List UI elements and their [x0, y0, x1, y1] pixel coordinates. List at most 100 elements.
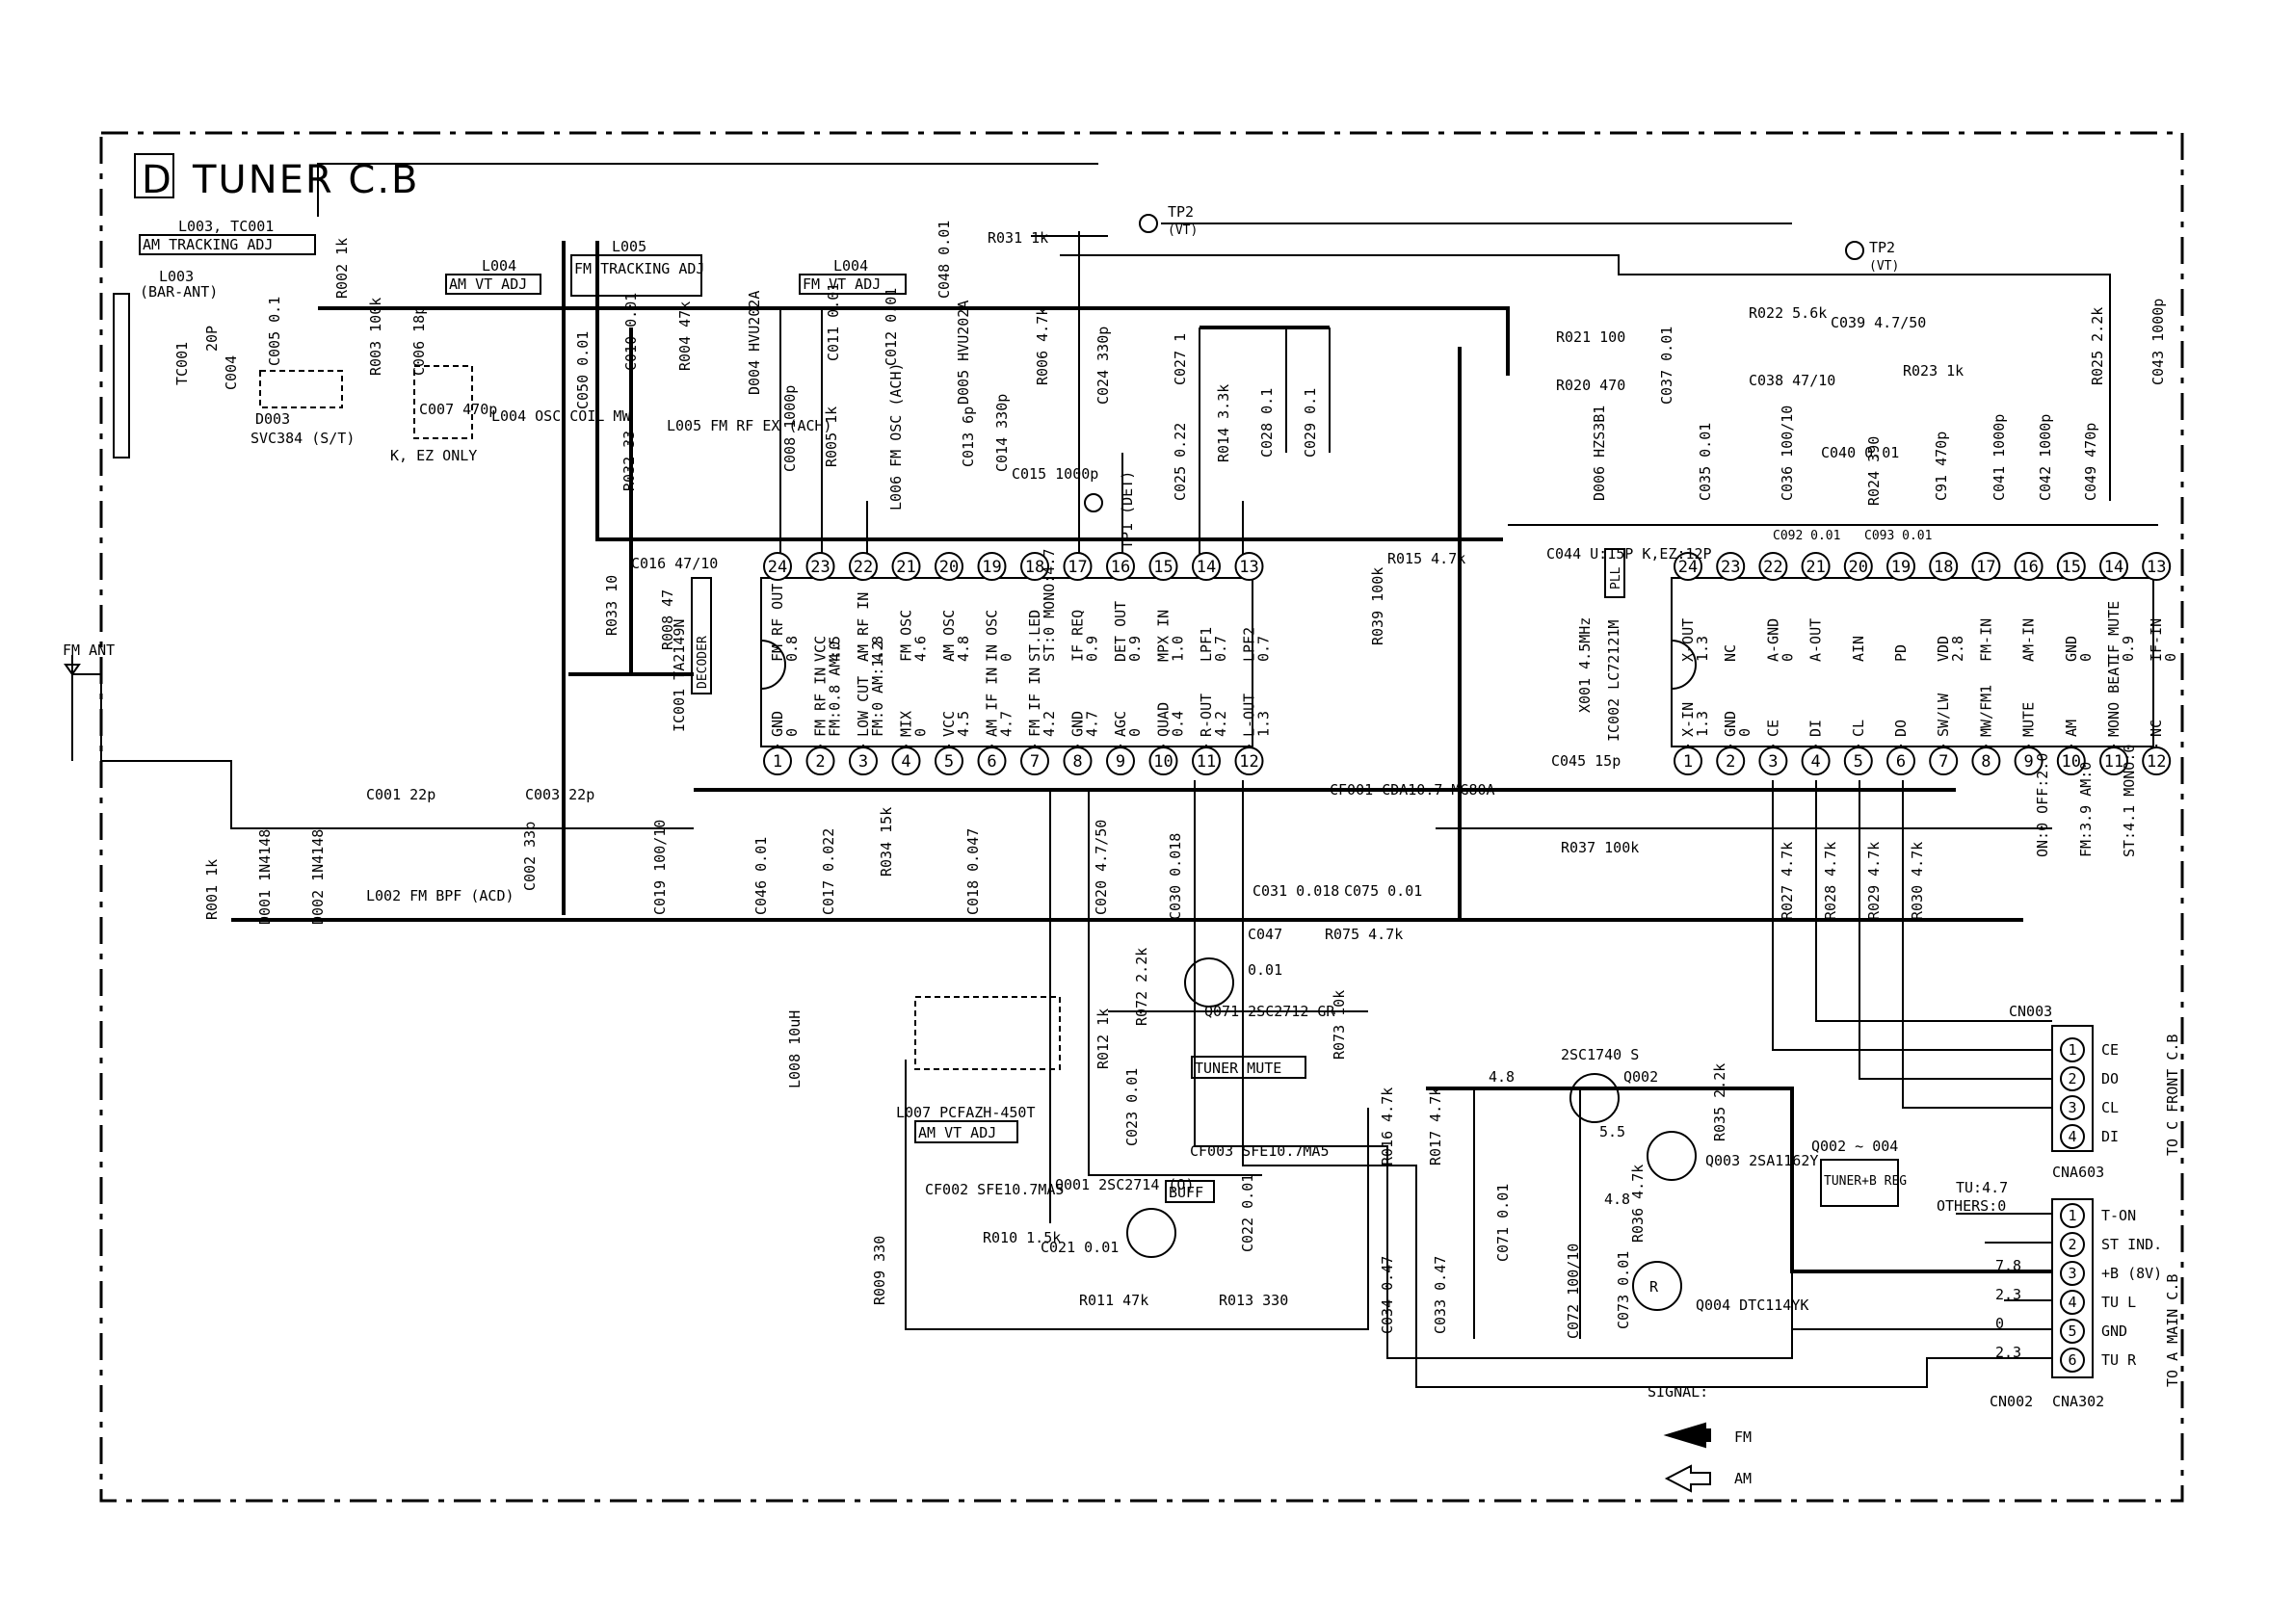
ic001-pin-voltage: 4.5	[955, 711, 972, 737]
ic002-pin-21: 21A-OUT	[1801, 552, 1831, 662]
ic001-pin-name: AGC	[1112, 711, 1129, 737]
ic001-pin-number: 20	[939, 558, 959, 577]
ic001-pin-name: FM OSC	[898, 610, 915, 662]
lbl-r022: R022 5.6k	[1749, 304, 1827, 322]
lbl-fm-tracking-adj: FM TRACKING ADJ	[574, 260, 704, 277]
lbl-c029: C029 0.1	[1302, 388, 1319, 458]
ic002-pin-number: 13	[2147, 558, 2166, 577]
cn003-pin-number: 4	[2068, 1128, 2076, 1145]
ic001-pin-number: 19	[982, 558, 1001, 577]
ic002-pin-7: 7SW/LW	[1929, 693, 1959, 775]
buff-box	[1165, 1180, 1215, 1203]
ic002-pin-number: 9	[2023, 752, 2033, 772]
lbl-c015: C015 1000p	[1012, 465, 1098, 483]
lbl-r001: R001 1k	[203, 859, 221, 920]
lbl-d004: D004 HVU202A	[746, 291, 763, 395]
ic001-pin-name: VCC	[940, 711, 958, 737]
lbl-r032: R032 33	[620, 431, 638, 491]
lbl-c023: C023 0.01	[1123, 1068, 1141, 1146]
cn002-pin-name: TU L	[2101, 1294, 2136, 1311]
lbl-fm-am: FM:3.9 AM:0	[2077, 762, 2095, 857]
lbl-c014: C014 330p	[993, 394, 1011, 472]
lbl-cf001: CF001 CDA10.7 MG80A	[1330, 781, 1495, 799]
ic002-pin-name: A-OUT	[1807, 618, 1825, 662]
lbl-c037: C037 0.01	[1658, 327, 1675, 405]
ic002-pin-voltage: 1.3	[1694, 711, 1711, 737]
ic002-pin-voltage: 0.9	[2120, 636, 2137, 662]
am-tracking-box	[139, 234, 316, 255]
lbl-cf003: CF003 SFE10.7MA5	[1190, 1142, 1330, 1160]
ic001-pin-name: QUAD	[1155, 702, 1173, 737]
ic001-pin-number: 11	[1197, 752, 1216, 772]
ic002-pin-number: 5	[1854, 752, 1863, 772]
ic002-pin-voltage: 0	[1736, 728, 1753, 737]
ic002-ref: IC002 LC72121M	[1605, 620, 1622, 742]
ic002-pin-voltage: 1.3	[1694, 636, 1711, 662]
lbl-c038: C038 47/10	[1749, 372, 1835, 389]
cn003-cna: CNA603	[2052, 1164, 2104, 1181]
lbl-r005: R005 1k	[823, 406, 840, 467]
lbl-r021: R021 100	[1556, 328, 1625, 346]
lbl-d006: D006 HZS3B1	[1591, 406, 1608, 501]
ic001-pin-voltage: 4.7	[1084, 711, 1101, 737]
ic002-pin-number: 8	[1981, 752, 1991, 772]
ic001-pin-voltage: 4.2	[1041, 711, 1058, 737]
ic002-tag-box	[1604, 548, 1625, 598]
tp2-b-circle	[1845, 241, 1864, 260]
lbl-l003-tc001: L003, TC001	[178, 218, 274, 235]
ic002-pin-name: DO	[1892, 720, 1910, 737]
ic002-pin-name: GND	[1722, 711, 1739, 737]
lbl-r011: R011 47k	[1079, 1292, 1148, 1309]
lbl-r072: R072 2.2k	[1133, 948, 1150, 1026]
lbl-tu47: TU:4.7	[1956, 1179, 2008, 1196]
cn003-pin-name: DI	[2101, 1128, 2119, 1145]
ic002-pin-name: DI	[1807, 720, 1825, 737]
ic002-pin-number: 21	[1806, 558, 1825, 577]
cn003-pin-number: 1	[2068, 1041, 2076, 1059]
q004-r-letter: R	[1649, 1278, 1659, 1296]
ic002-pin-name: CE	[1764, 720, 1781, 737]
lbl-r025: R025 2.2k	[2089, 307, 2106, 385]
ic001-pin-name: FM IF IN	[1026, 668, 1043, 737]
lbl-r004: R004 47k	[676, 301, 694, 371]
lbl-c045: C045 15p	[1551, 752, 1621, 770]
ic002-pin-5: 5CL	[1843, 720, 1873, 775]
ic001-pin-number: 1	[773, 752, 782, 772]
ic001-pin-voltage: 0	[1126, 728, 1144, 737]
lbl-r073: R073 10k	[1331, 990, 1348, 1060]
am-vt-box-2	[914, 1120, 1018, 1143]
ic001-pin-voltage: 0.9	[1084, 636, 1101, 662]
cn002-cna: CNA302	[2052, 1393, 2104, 1410]
lbl-q002: Q002	[1623, 1068, 1658, 1086]
lbl-v48a: 4.8	[1489, 1068, 1515, 1086]
ic002-pin-4: 4DI	[1801, 720, 1831, 775]
lbl-c035: C035 0.01	[1697, 423, 1714, 501]
lbl-d003: D003	[255, 410, 290, 428]
ic001-pin-number: 3	[858, 752, 868, 772]
lbl-x001: X001 4.5MHz	[1576, 617, 1594, 713]
lbl-st-mono: ST:4.1 MONO:0	[2121, 745, 2138, 857]
ic001-pin-6: 6AM IF IN4.7	[977, 668, 1015, 775]
lbl-l006: L006 FM OSC (ACH)	[887, 362, 905, 511]
ic002-pin-1: 1X-IN1.3	[1674, 702, 1711, 775]
ic001-pin-voltage: FM:0 AM:1.2	[869, 642, 886, 737]
legend-fm-arrow	[1663, 1422, 1711, 1449]
ic002-pin-voltage: 2.8	[1949, 636, 1966, 662]
ic002-pin-name: SW/LW	[1935, 693, 1952, 737]
ic002-pin-number: 12	[2147, 752, 2166, 772]
lbl-c034: C034 0.47	[1379, 1256, 1396, 1334]
cn002-pin-number: 6	[2068, 1351, 2076, 1369]
lbl-vt-b: (VT)	[1869, 259, 1899, 274]
ic001-pin-name: LPF1	[1198, 627, 1215, 662]
